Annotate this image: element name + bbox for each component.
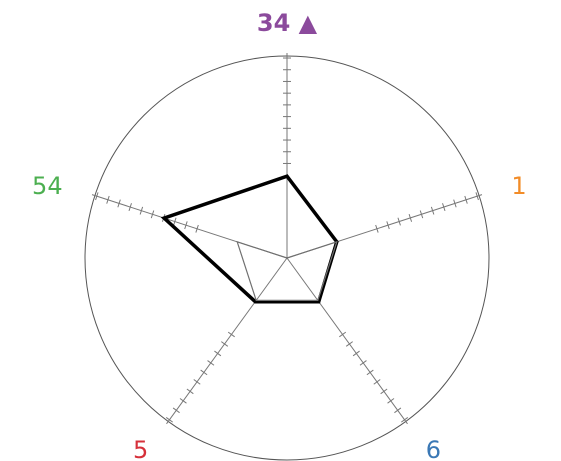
series-polygon-1 bbox=[160, 174, 339, 304]
axis-tick bbox=[387, 398, 395, 404]
axis-tick bbox=[200, 369, 208, 376]
axis-tick bbox=[195, 224, 199, 233]
axis-tick bbox=[221, 341, 229, 347]
axis-line bbox=[166, 257, 288, 425]
axis-label: 6 bbox=[426, 436, 441, 461]
chart-series bbox=[160, 174, 339, 304]
axis-tick bbox=[345, 341, 353, 347]
axis-tick bbox=[366, 369, 374, 376]
axis-tick bbox=[419, 210, 424, 219]
axis-tick bbox=[386, 221, 390, 230]
axis-tick bbox=[173, 217, 177, 226]
axis-tick bbox=[214, 350, 222, 357]
axis-label: 34 ▲ bbox=[257, 9, 318, 37]
axis-tick bbox=[184, 221, 188, 230]
axis-tick bbox=[401, 417, 409, 423]
axis-label: 5 bbox=[133, 436, 148, 461]
axis-labels: 34 ▲ 1 6 5 54 bbox=[32, 9, 527, 461]
axis-label: 1 bbox=[511, 172, 526, 200]
axis-tick bbox=[464, 195, 468, 204]
chart-grid bbox=[84, 53, 490, 461]
series-polygon-2 bbox=[236, 240, 338, 301]
axis-tick bbox=[339, 331, 347, 338]
axis-tick bbox=[375, 224, 379, 233]
axis-tick bbox=[475, 192, 479, 201]
axis-tick bbox=[193, 379, 201, 385]
axis-tick bbox=[139, 206, 144, 215]
axis-tick bbox=[150, 210, 155, 219]
axis-tick bbox=[227, 331, 235, 338]
axis-tick bbox=[430, 206, 435, 215]
axis-tick bbox=[394, 407, 402, 414]
axis-tick bbox=[128, 203, 132, 212]
axis-tick bbox=[95, 192, 99, 201]
axis-label: 54 bbox=[32, 172, 63, 200]
axis-tick bbox=[179, 398, 187, 404]
axis-tick bbox=[453, 199, 457, 208]
axis-tick bbox=[380, 388, 388, 395]
axis-tick bbox=[106, 195, 110, 204]
axis-tick bbox=[359, 360, 367, 366]
axis-tick bbox=[165, 417, 173, 423]
axis-tick bbox=[352, 350, 360, 357]
axis-tick bbox=[207, 360, 215, 366]
axis-tick bbox=[442, 203, 446, 212]
axis-tick bbox=[117, 199, 121, 208]
axis-tick bbox=[397, 217, 401, 226]
axis-tick bbox=[172, 407, 180, 414]
axis-tick bbox=[186, 388, 194, 395]
axis-tick bbox=[373, 379, 381, 385]
axis-tick bbox=[408, 213, 413, 222]
axis-line bbox=[286, 257, 408, 425]
